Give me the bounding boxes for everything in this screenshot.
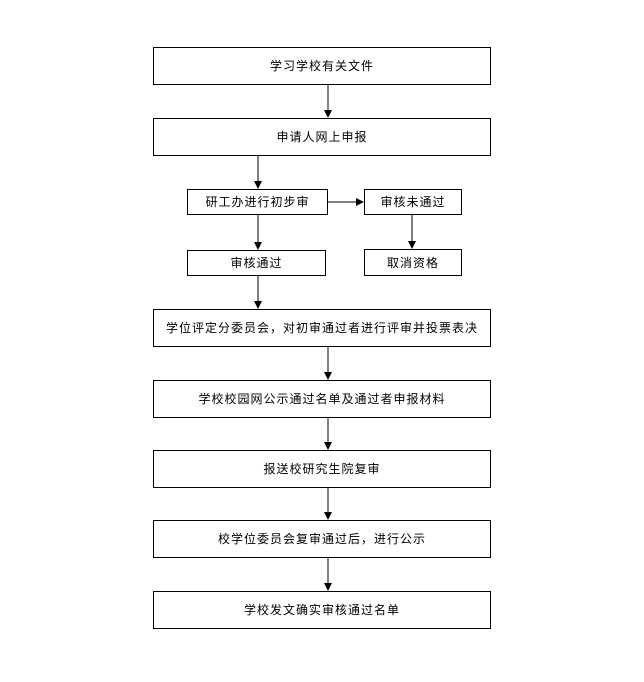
step-official-notice: 学校发文确实审核通过名单 xyxy=(153,591,491,629)
step-preliminary-review: 研工办进行初步审 xyxy=(187,189,328,215)
step-label: 校学位委员会复审通过后，进行公示 xyxy=(217,532,426,546)
step-label: 学校发文确实审核通过名单 xyxy=(243,603,400,617)
step-label: 学位评定分委员会，对初审通过者进行评审并投票表决 xyxy=(165,321,478,335)
step-review-passed: 审核通过 xyxy=(187,250,326,276)
step-university-committee-publicity: 校学位委员会复审通过后，进行公示 xyxy=(153,520,491,558)
step-review-failed: 审核未通过 xyxy=(364,189,462,215)
step-graduate-school-recheck: 报送校研究生院复审 xyxy=(153,450,491,488)
step-label: 申请人网上申报 xyxy=(276,130,368,144)
step-campus-publicity: 学校校园网公示通过名单及通过者申报材料 xyxy=(153,380,491,418)
step-label: 审核未通过 xyxy=(380,195,446,209)
step-label: 学校校园网公示通过名单及通过者申报材料 xyxy=(198,392,446,406)
step-label: 审核通过 xyxy=(230,256,283,270)
step-label: 报送校研究生院复审 xyxy=(263,462,381,476)
step-cancel-qualification: 取消资格 xyxy=(364,249,462,276)
step-label: 学习学校有关文件 xyxy=(269,59,374,73)
step-online-application: 申请人网上申报 xyxy=(153,118,491,156)
step-label: 研工办进行初步审 xyxy=(205,195,310,209)
step-label: 取消资格 xyxy=(386,255,439,270)
step-committee-vote: 学位评定分委员会，对初审通过者进行评审并投票表决 xyxy=(153,309,491,347)
step-study-documents: 学习学校有关文件 xyxy=(153,47,491,85)
